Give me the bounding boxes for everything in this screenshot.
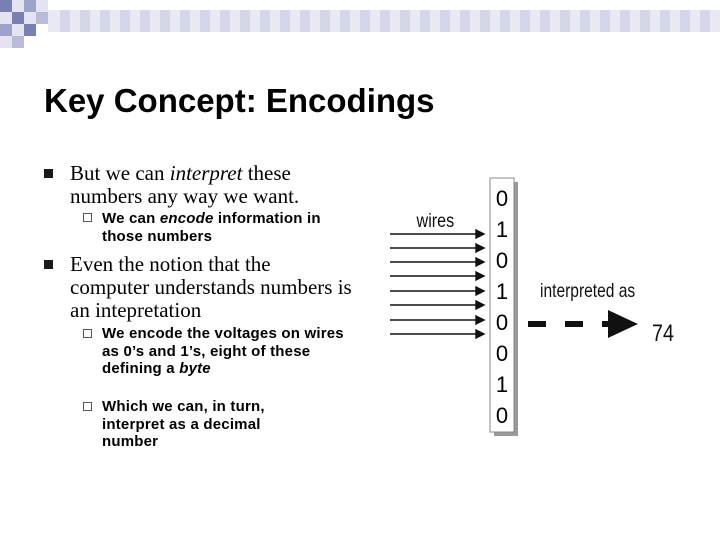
bit-value: 1 (496, 372, 508, 397)
bullet-text: But we can interpret these numbers any w… (70, 162, 330, 208)
encoding-diagram: wires 0 1 0 1 0 0 1 0 interpreted as 74 (390, 177, 674, 436)
sub-bullet-italic: encode (159, 210, 214, 227)
bit-value: 0 (496, 310, 508, 335)
bit-value: 1 (496, 217, 508, 242)
sub-bullet-text: Which we can, in turn, interpret as a de… (102, 398, 265, 450)
header-decoration (0, 0, 720, 48)
sub-bullet-part: We can (102, 210, 160, 227)
bit-value: 1 (496, 279, 508, 304)
sub-bullet-part: We encode the voltages on wires as 0’s a… (102, 325, 344, 377)
bullet-square-icon (44, 169, 53, 178)
bullet-text-part: these numbers any way we want. (70, 161, 300, 208)
bullet-text-part: But we can (70, 161, 170, 185)
bit-value: 0 (496, 403, 508, 428)
sub-bullet-box-icon (83, 329, 92, 338)
bullet-square-icon (44, 260, 53, 269)
slide-title: Key Concept: Encodings (44, 82, 435, 119)
bullet-text-italic: interpret (169, 161, 243, 185)
wires-label: wires (416, 210, 455, 232)
sub-bullet-italic: byte (179, 360, 211, 377)
sub-bullet-text: We can encode information in those numbe… (102, 210, 364, 245)
bit-value: 0 (496, 248, 508, 273)
bit-column: 0 1 0 1 0 0 1 0 (489, 177, 518, 436)
bit-value: 0 (496, 341, 508, 366)
sub-bullet-box-icon (83, 213, 92, 222)
interpreted-as-label: interpreted as (540, 280, 635, 302)
bit-value: 0 (496, 186, 508, 211)
sub-bullet-box-icon (83, 402, 92, 411)
sub-bullet-text: We encode the voltages on wires as 0’s a… (102, 325, 354, 378)
dashed-arrow-icon (528, 310, 638, 338)
wire-arrows (390, 228, 486, 340)
bullet-text: Even the notion that the computer unders… (70, 252, 352, 322)
decimal-result: 74 (652, 319, 674, 346)
sub-bullet-part: information in those numbers (102, 210, 321, 245)
